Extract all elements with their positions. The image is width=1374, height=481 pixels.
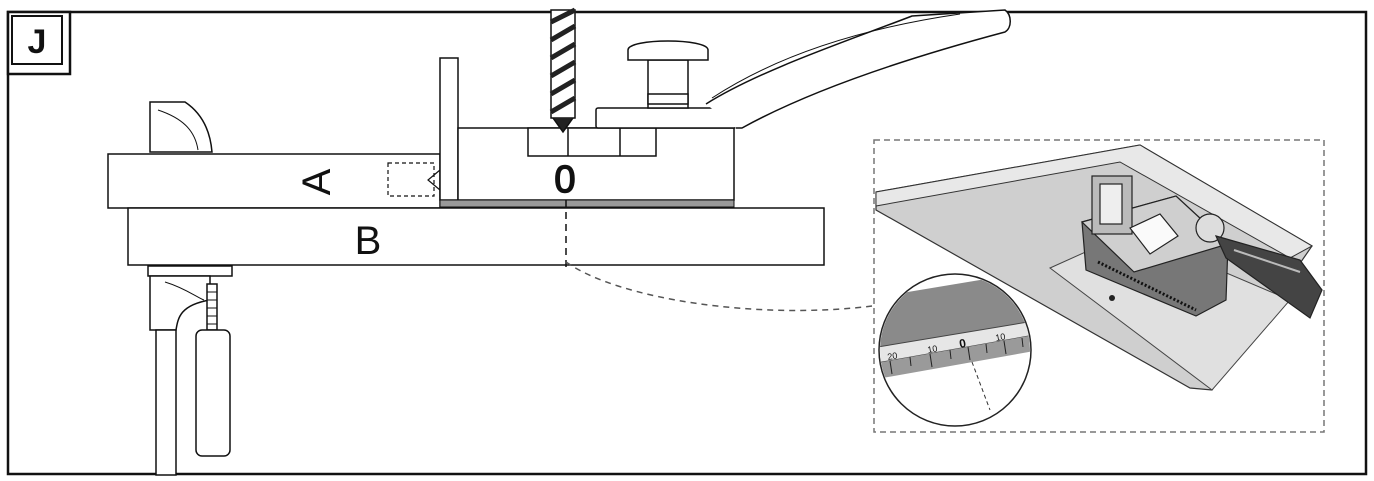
board-a: A (107, 153, 441, 209)
step-badge: J (6, 10, 72, 76)
board-b-label: B (355, 219, 382, 263)
ruler-tick-label-1: 20 (887, 350, 899, 362)
drill-guide-jig: 0 (439, 57, 735, 208)
jig-clamp-knob (595, 9, 1011, 129)
drill-bit (549, 7, 577, 134)
board-a-label: A (295, 168, 339, 195)
magnifier-circle: 20 10 0 10 (878, 273, 1032, 427)
ruler-tick-label-2: 10 (927, 343, 939, 355)
inset-jig (1080, 175, 1323, 319)
board-b: B (127, 207, 825, 266)
ruler-tick-label-4: 10 (995, 331, 1007, 343)
leader-line (565, 261, 873, 312)
step-letter: J (28, 23, 47, 61)
hidden-dowel-outline (387, 162, 435, 197)
detail-inset: 20 10 0 10 (873, 139, 1325, 433)
ruler-tick-label-3: 0 (958, 336, 967, 351)
clamp-illustration (147, 101, 233, 476)
figure-frame (6, 10, 1368, 476)
jig-zero-label: 0 (554, 159, 575, 201)
